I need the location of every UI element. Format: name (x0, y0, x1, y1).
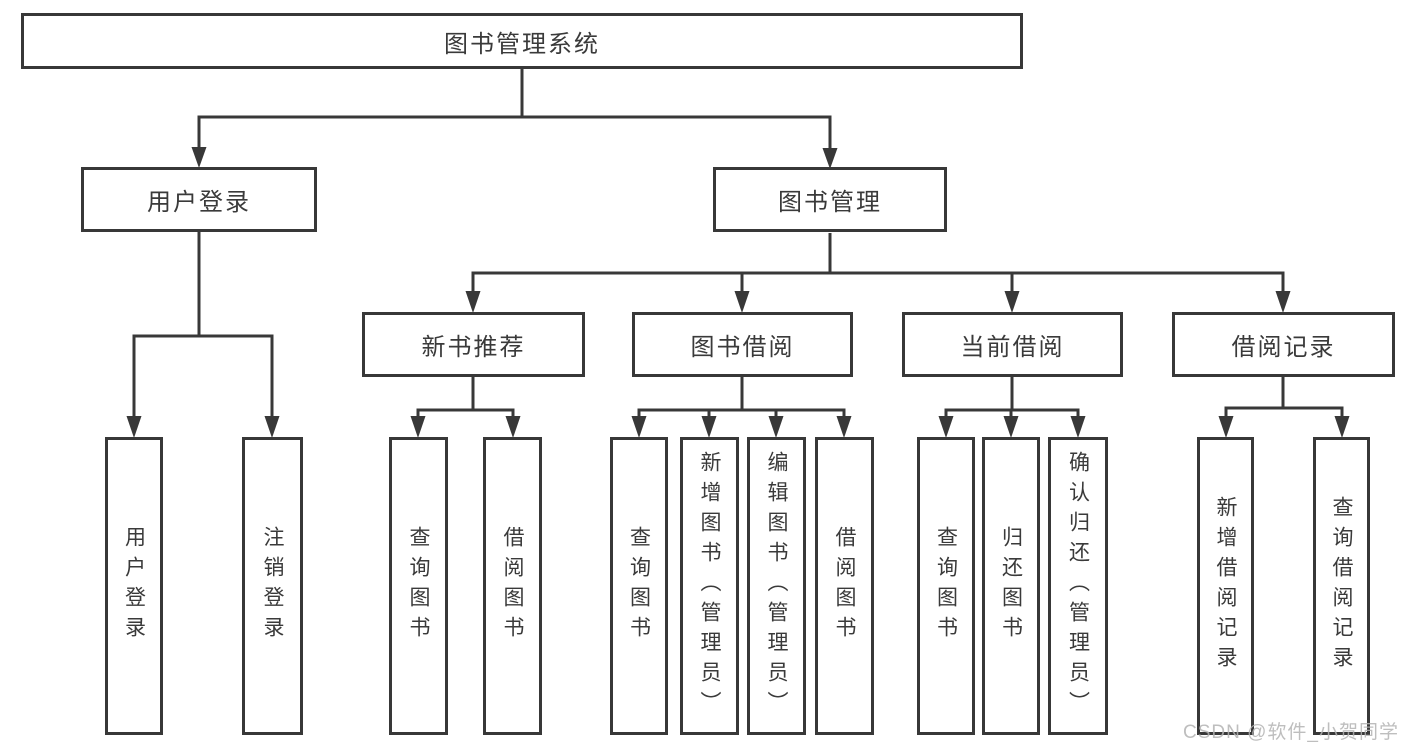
leaf-query-books-borrow: 查询图书 (610, 437, 668, 735)
leaf-add-books-admin: 新增图书（管理员） (680, 437, 739, 735)
leaf-borrow-books-borrow: 借阅图书 (815, 437, 874, 735)
leaf-confirm-return-admin: 确认归还（管理员） (1048, 437, 1108, 735)
leaf-user-login-label: 用户登录 (122, 526, 146, 646)
leaf-user-login: 用户登录 (105, 437, 163, 735)
leaf-query-borrow-record-label: 查询借阅记录 (1330, 496, 1353, 676)
leaf-query-borrow-record: 查询借阅记录 (1313, 437, 1370, 735)
leaf-edit-books-admin-label: 编辑图书（管理员） (765, 451, 788, 721)
leaf-logout-label: 注销登录 (261, 526, 284, 646)
node-book-management-system: 图书管理系统 (21, 13, 1023, 69)
node-new-book-recommendation: 新书推荐 (362, 312, 585, 377)
leaf-return-books: 归还图书 (982, 437, 1040, 735)
leaf-new-borrow-record-label: 新增借阅记录 (1214, 496, 1237, 676)
leaf-confirm-return-admin-label: 确认归还（管理员） (1066, 451, 1090, 721)
node-current-borrowing: 当前借阅 (902, 312, 1123, 377)
leaf-borrow-books-recommend-label: 借阅图书 (501, 526, 524, 646)
node-book-borrowing: 图书借阅 (632, 312, 853, 377)
leaf-edit-books-admin: 编辑图书（管理员） (747, 437, 806, 735)
leaf-borrow-books-borrow-label: 借阅图书 (833, 526, 856, 646)
leaf-query-books-recommend-label: 查询图书 (407, 526, 430, 646)
node-user-login: 用户登录 (81, 167, 317, 232)
leaf-new-borrow-record: 新增借阅记录 (1197, 437, 1254, 735)
leaf-add-books-admin-label: 新增图书（管理员） (698, 451, 721, 721)
leaf-query-books-recommend: 查询图书 (389, 437, 448, 735)
leaf-query-books-current: 查询图书 (917, 437, 975, 735)
node-borrowing-records: 借阅记录 (1172, 312, 1395, 377)
leaf-query-books-current-label: 查询图书 (934, 526, 958, 646)
leaf-query-books-borrow-label: 查询图书 (627, 526, 651, 646)
leaf-return-books-label: 归还图书 (999, 526, 1023, 646)
leaf-logout: 注销登录 (242, 437, 303, 735)
leaf-borrow-books-recommend: 借阅图书 (483, 437, 542, 735)
csdn-watermark: CSDN @软件_小贺同学 (1183, 722, 1399, 743)
node-book-management: 图书管理 (713, 167, 947, 232)
